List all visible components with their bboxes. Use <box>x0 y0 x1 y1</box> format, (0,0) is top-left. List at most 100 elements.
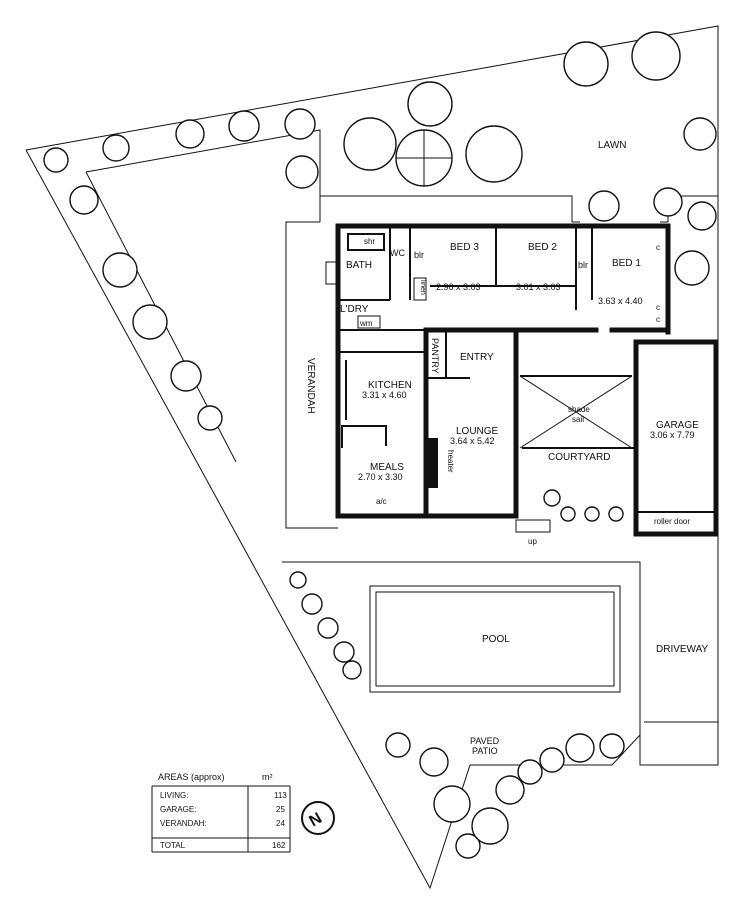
area-total-value: 162 <box>272 841 286 850</box>
garage-courtyard <box>515 339 719 537</box>
area-row-label: GARAGE: <box>160 805 196 814</box>
shade-sail-label: sail <box>572 415 584 424</box>
tree <box>301 593 323 615</box>
verandah-label: VERANDAH <box>305 358 316 414</box>
area-row-label: VERANDAH: <box>160 819 207 828</box>
tree <box>343 117 397 171</box>
tree <box>197 405 223 431</box>
house-walls <box>325 223 671 519</box>
garage-label: GARAGE <box>656 420 699 431</box>
bed2-label: BED 2 <box>528 242 557 253</box>
laundry-label: L'DRY <box>340 304 369 315</box>
tree <box>228 110 260 142</box>
tree <box>433 785 471 823</box>
washing-machine-label: wm <box>359 319 373 328</box>
tree <box>342 660 362 680</box>
shower-label: shr <box>364 237 375 246</box>
cupboard-label: c <box>656 315 660 324</box>
area-row-label: LIVING: <box>160 791 188 800</box>
heater-label: heater <box>446 450 455 473</box>
bed1-size: 3.63 x 4.40 <box>598 296 643 306</box>
bath-label: BATH <box>346 260 372 271</box>
areas-heading: AREAS (approx) <box>158 772 225 782</box>
tree <box>385 732 411 758</box>
up-label: up <box>528 537 537 546</box>
tree <box>455 833 481 859</box>
tree <box>285 155 319 189</box>
tree <box>608 506 624 522</box>
pool-area <box>282 561 718 735</box>
tree <box>175 119 205 149</box>
tree <box>317 617 339 639</box>
air-conditioner-label: a/c <box>376 497 387 506</box>
entry-label: ENTRY <box>460 352 494 363</box>
tree <box>102 134 130 162</box>
tree <box>407 81 453 127</box>
tree <box>653 187 683 217</box>
bed3-size: 2.96 x 3.03 <box>436 282 481 292</box>
area-row-value: 113 <box>274 791 287 800</box>
tree <box>69 185 99 215</box>
kitchen-size: 3.31 x 4.60 <box>362 390 407 400</box>
tree <box>687 201 717 231</box>
tree <box>560 506 576 522</box>
tree <box>471 807 509 845</box>
kitchen-label: KITCHEN <box>368 380 412 391</box>
area-row-value: 24 <box>276 819 285 828</box>
shade-sail-label: shade <box>568 405 590 414</box>
meals-size: 2.70 x 3.30 <box>358 472 403 482</box>
driveway-label: DRIVEWAY <box>656 644 709 655</box>
tree <box>683 117 717 151</box>
areas-unit: m² <box>262 772 273 782</box>
tree <box>599 733 625 759</box>
bed3-label: BED 3 <box>450 242 479 253</box>
areas-table: AREAS (approx) m² LIVING: 113 GARAGE: 25… <box>151 772 291 853</box>
tree <box>674 250 710 286</box>
paved-patio-label: PATIO <box>472 746 498 756</box>
wc-label: WC <box>390 248 405 258</box>
cupboard-label: c <box>656 243 660 252</box>
bed1-label: BED 1 <box>612 258 641 269</box>
pool-label: POOL <box>482 634 510 645</box>
garage-size: 3.06 x 7.79 <box>650 430 695 440</box>
tree <box>43 147 69 173</box>
north-arrow-label: N <box>306 810 325 831</box>
garden-trees <box>43 31 717 859</box>
tree <box>588 190 620 222</box>
tree <box>539 747 565 773</box>
tree <box>517 759 543 785</box>
tree <box>465 125 523 183</box>
tree <box>563 41 609 87</box>
tree <box>333 641 355 663</box>
pantry-label: PANTRY <box>430 338 440 374</box>
tree <box>132 304 168 340</box>
tree <box>170 360 202 392</box>
tree <box>419 747 449 777</box>
tree <box>584 506 600 522</box>
tree <box>631 31 681 81</box>
built-in-robe-right: blr <box>578 260 588 270</box>
paved-patio-label: PAVED <box>470 736 500 746</box>
cupboard-label: c <box>656 303 660 312</box>
lounge-label: LOUNGE <box>456 426 499 437</box>
tree <box>102 252 138 288</box>
tree <box>495 775 525 805</box>
lounge-size: 3.64 x 5.42 <box>450 436 495 446</box>
verandah-outline <box>285 221 338 529</box>
bed2-size: 3.01 x 3.03 <box>516 282 561 292</box>
north-arrow: N <box>301 801 335 835</box>
area-total-label: TOTAL <box>160 841 186 850</box>
area-row-value: 25 <box>276 805 285 814</box>
tree <box>543 489 561 507</box>
roller-door-label: roller door <box>654 517 690 526</box>
meals-label: MEALS <box>370 462 404 473</box>
built-in-robe-left: blr <box>414 250 424 260</box>
tree <box>284 108 316 140</box>
tree <box>565 733 595 763</box>
lawn-label: LAWN <box>598 140 627 151</box>
linen-label: linen <box>419 280 426 295</box>
room-labels: LAWN BED 3 2.96 x 3.03 BED 2 3.01 x 3.03… <box>305 140 709 756</box>
tree <box>289 571 307 589</box>
courtyard-label: COURTYARD <box>548 452 610 463</box>
